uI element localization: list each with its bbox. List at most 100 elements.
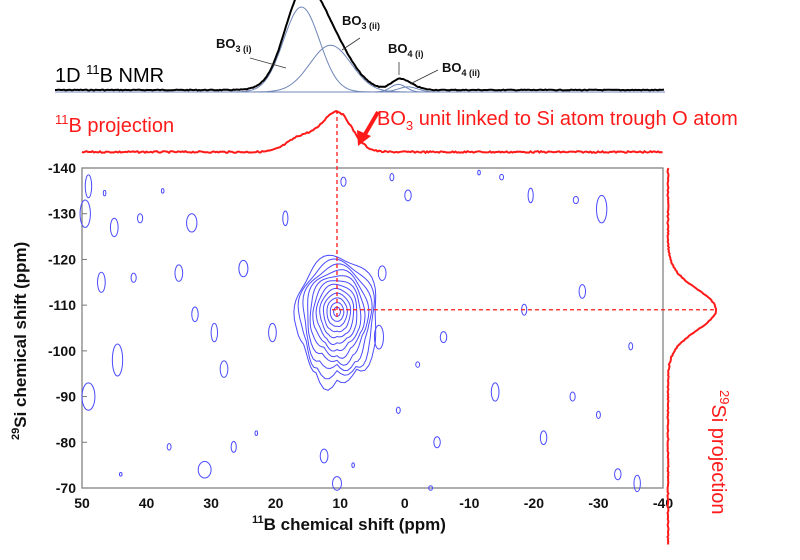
noise-contour bbox=[268, 322, 277, 343]
noise-contour bbox=[331, 476, 343, 491]
noise-contour bbox=[340, 176, 347, 187]
noise-contour bbox=[118, 471, 123, 477]
pointer-line bbox=[409, 69, 439, 85]
label-text: BO4 (i) bbox=[388, 41, 424, 59]
y-label-sup: 29 bbox=[10, 428, 22, 440]
label-sub: 4 bbox=[462, 68, 467, 78]
x-tick-label: 0 bbox=[401, 495, 409, 511]
component-label-bo3-i: BO3 (i) bbox=[216, 36, 287, 69]
plot-frame bbox=[81, 167, 664, 489]
main-peak-contour bbox=[293, 254, 377, 391]
y-tick-label: -120 bbox=[48, 251, 76, 267]
y-tick-label: -80 bbox=[56, 434, 76, 450]
annotation-sub: 3 bbox=[406, 118, 413, 133]
noise-contour bbox=[527, 187, 534, 204]
noise-contour bbox=[111, 343, 124, 377]
annotation-text: BO3 unit linked to Si atom trough O atom bbox=[377, 108, 738, 133]
top-spectrum-label: 1D 11B NMR bbox=[55, 62, 164, 87]
component-label-bo3-ii: BO3 (ii) bbox=[341, 13, 380, 51]
label-tag: (i) bbox=[413, 49, 424, 59]
noise-contour bbox=[477, 169, 481, 176]
label-sub: 4 bbox=[408, 49, 413, 59]
noise-contour bbox=[186, 213, 198, 233]
x-axis-label: 11B chemical shift (ppm) bbox=[252, 514, 446, 534]
label-text: BO3 (ii) bbox=[342, 13, 380, 31]
noise-contour bbox=[84, 174, 93, 199]
noise-contour bbox=[109, 217, 119, 238]
noise-contour bbox=[230, 440, 237, 453]
noise-contour bbox=[578, 284, 587, 299]
noise-contour bbox=[633, 474, 641, 493]
x-tick-label: -10 bbox=[459, 495, 479, 511]
noise-contour bbox=[197, 460, 212, 479]
noise-contour bbox=[539, 430, 548, 446]
noise-contour bbox=[219, 360, 229, 378]
noise-contour bbox=[351, 462, 355, 468]
noise-contour bbox=[102, 189, 107, 197]
arrow-head bbox=[357, 130, 371, 146]
noise-contour bbox=[79, 199, 91, 228]
x-tick-label: -40 bbox=[653, 495, 673, 511]
label-tag: (i) bbox=[241, 44, 252, 54]
y-tick-label: -90 bbox=[56, 389, 76, 405]
arrow-shaft bbox=[362, 110, 380, 138]
noise-contour bbox=[96, 271, 106, 293]
x-label-sup: 11 bbox=[252, 514, 264, 526]
noise-contour bbox=[614, 468, 622, 481]
noise-contour bbox=[404, 189, 412, 202]
noise-contour bbox=[596, 194, 608, 224]
si-label-sup: 29 bbox=[717, 390, 732, 404]
main-peak-contour bbox=[309, 275, 366, 359]
noise-contour bbox=[160, 188, 165, 194]
x-tick-label: 40 bbox=[139, 495, 155, 511]
noise-contour bbox=[415, 361, 421, 368]
top-1d-spectrum bbox=[55, 0, 665, 93]
contour-layer bbox=[79, 169, 641, 493]
noise-contour bbox=[389, 172, 395, 182]
noise-contour bbox=[572, 195, 579, 205]
component-label-bo4-ii: BO4 (ii) bbox=[409, 60, 480, 85]
noise-contour bbox=[174, 264, 184, 282]
y-tick-label: -100 bbox=[48, 343, 76, 359]
noise-contour bbox=[130, 272, 137, 283]
x-tick-label: 10 bbox=[332, 495, 348, 511]
y-label-rest: Si chemical shift (ppm) bbox=[11, 242, 30, 428]
component-label-bo4-i: BO4 (i) bbox=[388, 41, 424, 75]
label-text: BO4 (ii) bbox=[442, 60, 480, 78]
y-ticks: -140-130-120-110-100-90-80-70 bbox=[48, 160, 87, 496]
noise-contour bbox=[210, 322, 219, 343]
noise-contour bbox=[596, 410, 601, 420]
label-base: BO bbox=[216, 36, 236, 51]
label-base: BO bbox=[342, 13, 362, 28]
main-peak-contour bbox=[322, 292, 352, 333]
x-tick-label: 20 bbox=[268, 495, 284, 511]
top-label-sup: 11 bbox=[86, 62, 100, 77]
x-tick-label: -30 bbox=[588, 495, 608, 511]
fit-component-bo4-ii- bbox=[55, 86, 665, 93]
noise-contour bbox=[377, 265, 387, 281]
y-tick-label: -110 bbox=[49, 297, 76, 313]
main-peak-contour bbox=[307, 269, 370, 366]
label-tag: (ii) bbox=[367, 21, 381, 31]
noise-contour bbox=[499, 173, 505, 181]
top-label-prefix: 1D bbox=[55, 65, 86, 87]
label-base: BO bbox=[388, 41, 408, 56]
noise-contour bbox=[569, 391, 576, 402]
b-projection-label: 11B projection bbox=[55, 112, 174, 137]
x-tick-label: 50 bbox=[74, 495, 90, 511]
label-base: BO bbox=[442, 60, 462, 75]
b-projection-trace bbox=[81, 110, 663, 155]
main-peak-contour bbox=[333, 306, 341, 317]
x-label-rest: B chemical shift (ppm) bbox=[264, 515, 446, 534]
y-tick-label: -130 bbox=[48, 206, 76, 222]
label-sub: 3 bbox=[236, 44, 241, 54]
main-peak-contour bbox=[315, 283, 358, 346]
noise-contour bbox=[428, 485, 434, 491]
pointer-line bbox=[249, 57, 287, 69]
y-tick-label: -140 bbox=[48, 160, 76, 176]
annotation-arrow bbox=[357, 110, 380, 146]
x-tick-label: -20 bbox=[524, 495, 544, 511]
noise-contour bbox=[191, 306, 199, 323]
x-tick-label: 30 bbox=[203, 495, 219, 511]
